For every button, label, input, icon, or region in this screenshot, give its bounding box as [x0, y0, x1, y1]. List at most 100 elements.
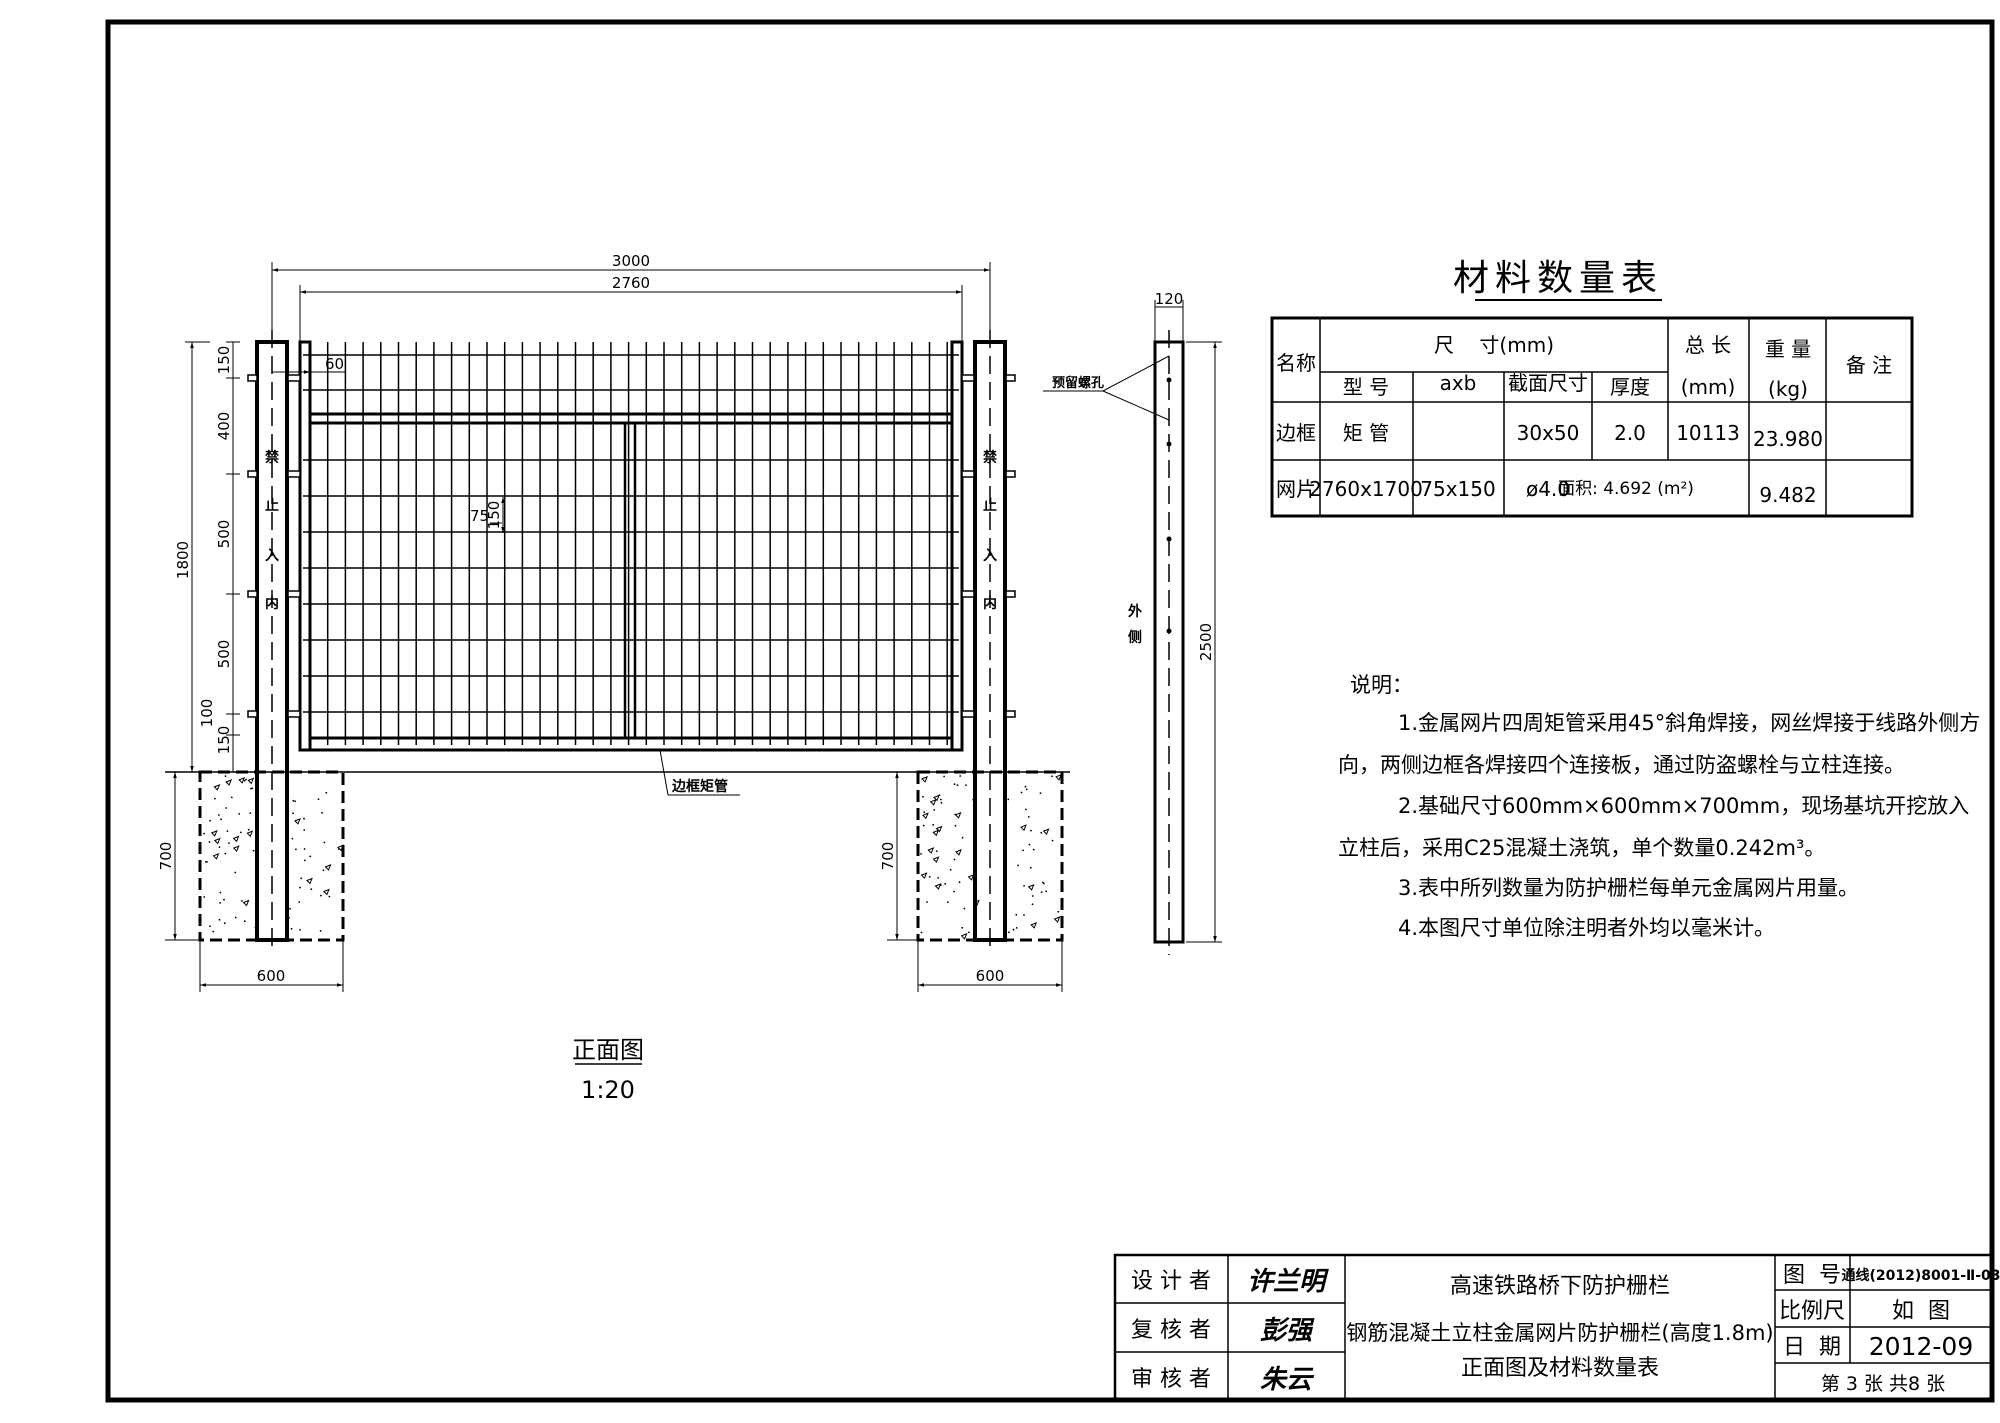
dim-2500: 2500	[1197, 623, 1215, 661]
aggregate-dot	[1045, 890, 1047, 893]
dim-120: 120	[1155, 290, 1184, 308]
aggregate-mark	[1042, 828, 1050, 835]
aggregate-dot	[319, 930, 322, 932]
aggregate-dot	[953, 858, 956, 861]
aggregate-dot	[295, 848, 297, 851]
aggregate-dot	[1008, 931, 1010, 934]
aggregate-dot	[920, 853, 922, 855]
aggregate-dot	[1041, 881, 1044, 884]
aggregate-dot	[1022, 849, 1024, 852]
aggregate-mark	[324, 864, 332, 871]
connection-plate	[961, 470, 975, 478]
bolt-hole-label: 预留螺孔	[1052, 375, 1104, 391]
aggregate-dot	[928, 876, 931, 878]
designer-label: 设 计 者	[1131, 1269, 1211, 1294]
note-line: 向，两侧边框各焊接四个连接板，通过防盗螺栓与立柱连接。	[1338, 753, 1905, 777]
post-bolt	[1005, 470, 1016, 478]
aggregate-dot	[299, 929, 301, 931]
title-block	[1113, 1253, 1994, 1402]
note-line: 立柱后，采用C25混凝土浇筑，单个数量0.242m³。	[1338, 836, 1825, 860]
aggregate-dot	[323, 841, 326, 844]
cell: 矩 管	[1343, 421, 1389, 445]
sign-char: 禁	[265, 449, 279, 466]
aggregate-dot	[1025, 788, 1028, 791]
connection-plate	[961, 710, 975, 718]
drawing-title-2: 钢筋混凝土立柱金属网片防护栅栏(高度1.8m)	[1346, 1321, 1773, 1345]
aggregate-dot	[1023, 914, 1025, 916]
dim-150-bottom: 150	[215, 726, 233, 755]
dim-600-right: 600	[976, 967, 1005, 985]
aggregate-mark	[1053, 916, 1061, 923]
date-value: 2012-09	[1869, 1332, 1973, 1361]
aggregate-dot	[241, 900, 243, 902]
reviewer-label: 审 核 者	[1131, 1367, 1211, 1392]
front-view	[165, 262, 1070, 992]
aggregate-mark	[246, 830, 254, 838]
aggregate-mark	[242, 899, 250, 907]
aggregate-mark	[933, 794, 940, 802]
aggregate-dot	[938, 794, 941, 796]
aggregate-dot	[1031, 903, 1034, 906]
connection-plates	[247, 374, 1016, 718]
note-line: 3.表中所列数量为防护栅栏每单元金属网片用量。	[1398, 876, 1859, 900]
aggregate-dot	[230, 796, 233, 799]
aggregate-mark	[213, 837, 221, 845]
cell: 10113	[1676, 421, 1740, 445]
aggregate-mark	[921, 776, 928, 783]
date-label: 日 期	[1783, 1335, 1841, 1360]
aggregate-dot	[949, 868, 952, 871]
aggregate-mark	[247, 777, 255, 785]
aggregate-dot	[225, 807, 228, 809]
aggregate-dot	[223, 922, 226, 925]
mesh-frame-middle-tube	[623, 421, 637, 740]
mesh-frame-left-tube	[298, 340, 312, 752]
sign-char: 内	[983, 595, 997, 612]
aggregate-dot	[217, 814, 220, 816]
aggregate-dot	[245, 778, 248, 781]
aggregate-dot	[252, 849, 255, 852]
aggregate-dot	[203, 832, 205, 835]
aggregate-dot	[1025, 808, 1027, 811]
aggregate-mark	[213, 784, 221, 791]
aggregate-dot	[337, 848, 340, 850]
aggregate-mark	[922, 812, 929, 820]
aggregate-mark	[954, 811, 962, 819]
aggregate-dot	[317, 798, 320, 801]
aggregate-dot	[209, 925, 211, 928]
dim-2760: 2760	[612, 274, 650, 292]
bolt-holes	[1166, 377, 1172, 634]
aggregate-dot	[254, 926, 257, 929]
aggregate-dot	[310, 888, 313, 891]
connection-plate	[287, 590, 301, 598]
aggregate-mark	[932, 856, 940, 863]
aggregate-dot	[965, 784, 967, 786]
aggregate-mark	[927, 847, 935, 854]
concrete-hatch	[203, 773, 1062, 940]
aggregate-mark	[935, 825, 943, 833]
sign-char: 入	[983, 548, 997, 564]
header-total-length-unit: (mm)	[1681, 375, 1736, 399]
mesh-frame-right-tube	[950, 340, 964, 752]
aggregate-dot	[218, 918, 221, 921]
front-view-scale: 1:20	[581, 1076, 635, 1104]
aggregate-dot	[1015, 913, 1018, 916]
outside-label: 外	[1128, 603, 1142, 620]
side-view	[1043, 300, 1222, 955]
sheet-number: 第 3 张 共8 张	[1821, 1373, 1945, 1395]
aggregate-dot	[968, 931, 970, 934]
sign-char: 禁	[983, 449, 997, 466]
cell: 面积: 4.692 (m²)	[1558, 479, 1694, 499]
aggregate-dot	[953, 890, 955, 893]
aggregate-mark	[1030, 922, 1038, 929]
aggregate-dot	[249, 812, 252, 814]
aggregate-dot	[228, 842, 230, 844]
aggregate-dot	[946, 901, 949, 904]
aggregate-dot	[1020, 791, 1023, 794]
dim-150-mesh: 150	[485, 501, 503, 530]
aggregate-dot	[209, 819, 212, 822]
post-bolt	[247, 374, 258, 382]
material-table-text: 名称 尺 寸(mm) 型 号 axb 截面尺寸 厚度 总 长 (mm) 重 量 …	[1276, 333, 1892, 507]
dim-500-a: 500	[215, 520, 233, 549]
aggregate-dot	[1028, 843, 1031, 846]
aggregate-dot	[224, 852, 227, 855]
